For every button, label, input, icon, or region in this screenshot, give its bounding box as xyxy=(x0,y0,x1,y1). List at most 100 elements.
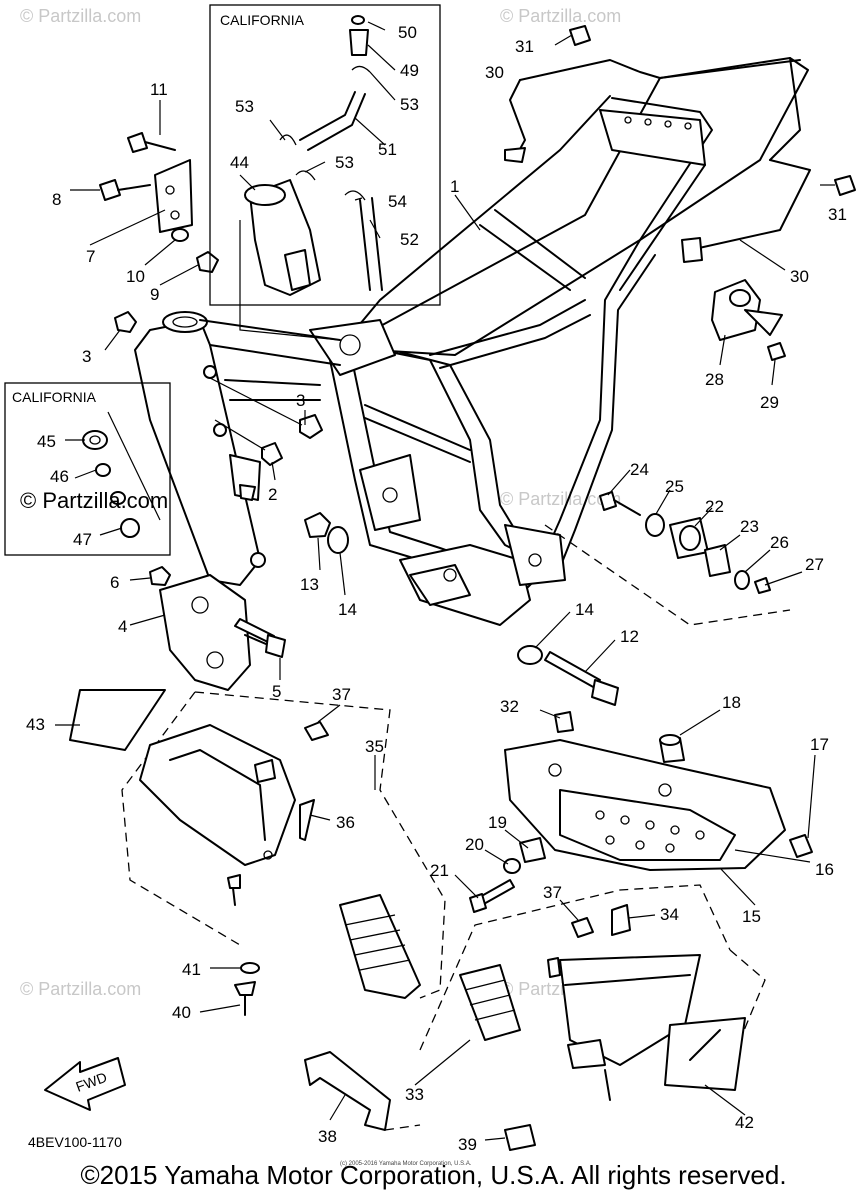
part-number-31: 31 xyxy=(515,37,534,56)
part-number-13: 13 xyxy=(300,575,319,594)
part-number-53: 53 xyxy=(235,97,254,116)
leader-lines xyxy=(55,21,835,1141)
part-number-17: 17 xyxy=(810,735,829,754)
part-number-16: 16 xyxy=(815,860,834,879)
part-number-15: 15 xyxy=(742,907,761,926)
part-number-37: 37 xyxy=(543,883,562,902)
part-number-9: 9 xyxy=(150,285,159,304)
part-number-6: 6 xyxy=(110,573,119,592)
watermark-text: © Partzilla.com xyxy=(20,979,141,999)
engine-mount-bracket xyxy=(159,574,281,691)
part-number-14: 14 xyxy=(338,600,357,619)
part-number-8: 8 xyxy=(52,190,61,209)
part-number-26: 26 xyxy=(770,533,789,552)
bushing-19 xyxy=(519,837,546,863)
grab-bar-30 xyxy=(504,59,811,263)
part-number-53: 53 xyxy=(335,153,354,172)
skid-plate xyxy=(504,711,813,871)
part-number-52: 52 xyxy=(400,230,419,249)
bracket-38 xyxy=(304,1051,421,1131)
part-number-4: 4 xyxy=(118,617,127,636)
part-number-35: 35 xyxy=(365,737,384,756)
part-number-30: 30 xyxy=(485,63,504,82)
part-number-42: 42 xyxy=(735,1113,754,1132)
part-number-23: 23 xyxy=(740,517,759,536)
part-number-3: 3 xyxy=(296,391,305,410)
forward-arrow: FWD xyxy=(44,1057,126,1111)
part-number-28: 28 xyxy=(705,370,724,389)
part-number-37: 37 xyxy=(332,685,351,704)
part-number-53: 53 xyxy=(400,95,419,114)
part-number-25: 25 xyxy=(665,477,684,496)
bracket-28 xyxy=(711,279,786,361)
rivet-41-40 xyxy=(227,874,260,1016)
collar-20 xyxy=(503,858,521,874)
washer-14 xyxy=(327,526,349,554)
decal-42 xyxy=(664,1017,746,1091)
decal-43 xyxy=(69,689,166,751)
bushing-3 xyxy=(299,414,323,439)
bolt-21 xyxy=(469,879,515,913)
part-number-39: 39 xyxy=(458,1135,477,1154)
part-number-34: 34 xyxy=(660,905,679,924)
part-number-54: 54 xyxy=(388,192,407,211)
part-number-11: 11 xyxy=(150,80,168,99)
part-number-20: 20 xyxy=(465,835,484,854)
nut-13 xyxy=(304,512,331,538)
part-number-36: 36 xyxy=(336,813,355,832)
clip-37 xyxy=(571,917,594,938)
bolt-39 xyxy=(504,1124,536,1151)
nut-6 xyxy=(149,566,171,586)
part-number-44: 44 xyxy=(230,153,249,172)
part-number-7: 7 xyxy=(86,247,95,266)
watermark-text: © Partzilla.com xyxy=(500,489,621,509)
bolt-31 xyxy=(569,25,591,46)
side-cover-33 xyxy=(419,884,766,1101)
part-number-50: 50 xyxy=(398,23,417,42)
bushing-3 xyxy=(114,311,137,333)
part-number-43: 43 xyxy=(26,715,45,734)
part-number-18: 18 xyxy=(722,693,741,712)
copyright-footer: ©2015 Yamaha Motor Corporation, U.S.A. A… xyxy=(80,1160,787,1190)
part-number-32: 32 xyxy=(500,697,519,716)
engine-mount-rear-group xyxy=(599,491,771,594)
part-number-47: 47 xyxy=(73,530,92,549)
grommet-34 xyxy=(611,904,631,936)
frame xyxy=(309,57,809,626)
part-number-45: 45 xyxy=(37,432,56,451)
watermark-text: © Partzilla.com xyxy=(20,6,141,26)
part-number-14: 14 xyxy=(575,600,594,619)
california-label: CALIFORNIA xyxy=(220,12,305,28)
drawing-code: 4BEV100-1170 xyxy=(28,1134,122,1150)
side-cover-35 xyxy=(121,691,446,999)
part-number-24: 24 xyxy=(630,460,649,479)
part-number-5: 5 xyxy=(272,682,281,701)
part-number-41: 41 xyxy=(182,960,201,979)
watermarks: © Partzilla.com © Partzilla.com © Partzi… xyxy=(20,6,621,999)
part-number-49: 49 xyxy=(400,61,419,80)
fine-print-copyright: (c) 2005-2016 Yamaha Motor Corporation, … xyxy=(340,1161,472,1167)
part-number-2: 2 xyxy=(268,485,277,504)
part-number-22: 22 xyxy=(705,497,724,516)
front-frame-section xyxy=(134,311,341,586)
california-label: CALIFORNIA xyxy=(12,389,97,405)
watermark-text: © Partzilla.com xyxy=(500,6,621,26)
california-box-top: CALIFORNIA xyxy=(209,4,441,341)
part-number-46: 46 xyxy=(50,467,69,486)
part-number-27: 27 xyxy=(805,555,824,574)
washer-14 xyxy=(517,645,543,665)
part-number-33: 33 xyxy=(405,1085,424,1104)
part-number-31: 31 xyxy=(828,205,847,224)
part-number-40: 40 xyxy=(172,1003,191,1022)
bolt-31 xyxy=(834,175,856,196)
bolt-12 xyxy=(544,651,619,706)
bushing-2 xyxy=(261,442,283,466)
part-number-21: 21 xyxy=(430,861,449,880)
part-number-10: 10 xyxy=(126,267,145,286)
part-number-3: 3 xyxy=(82,347,91,366)
clip-37 xyxy=(304,721,329,741)
part-number-51: 51 xyxy=(378,140,397,159)
bolt-5 xyxy=(234,618,286,658)
